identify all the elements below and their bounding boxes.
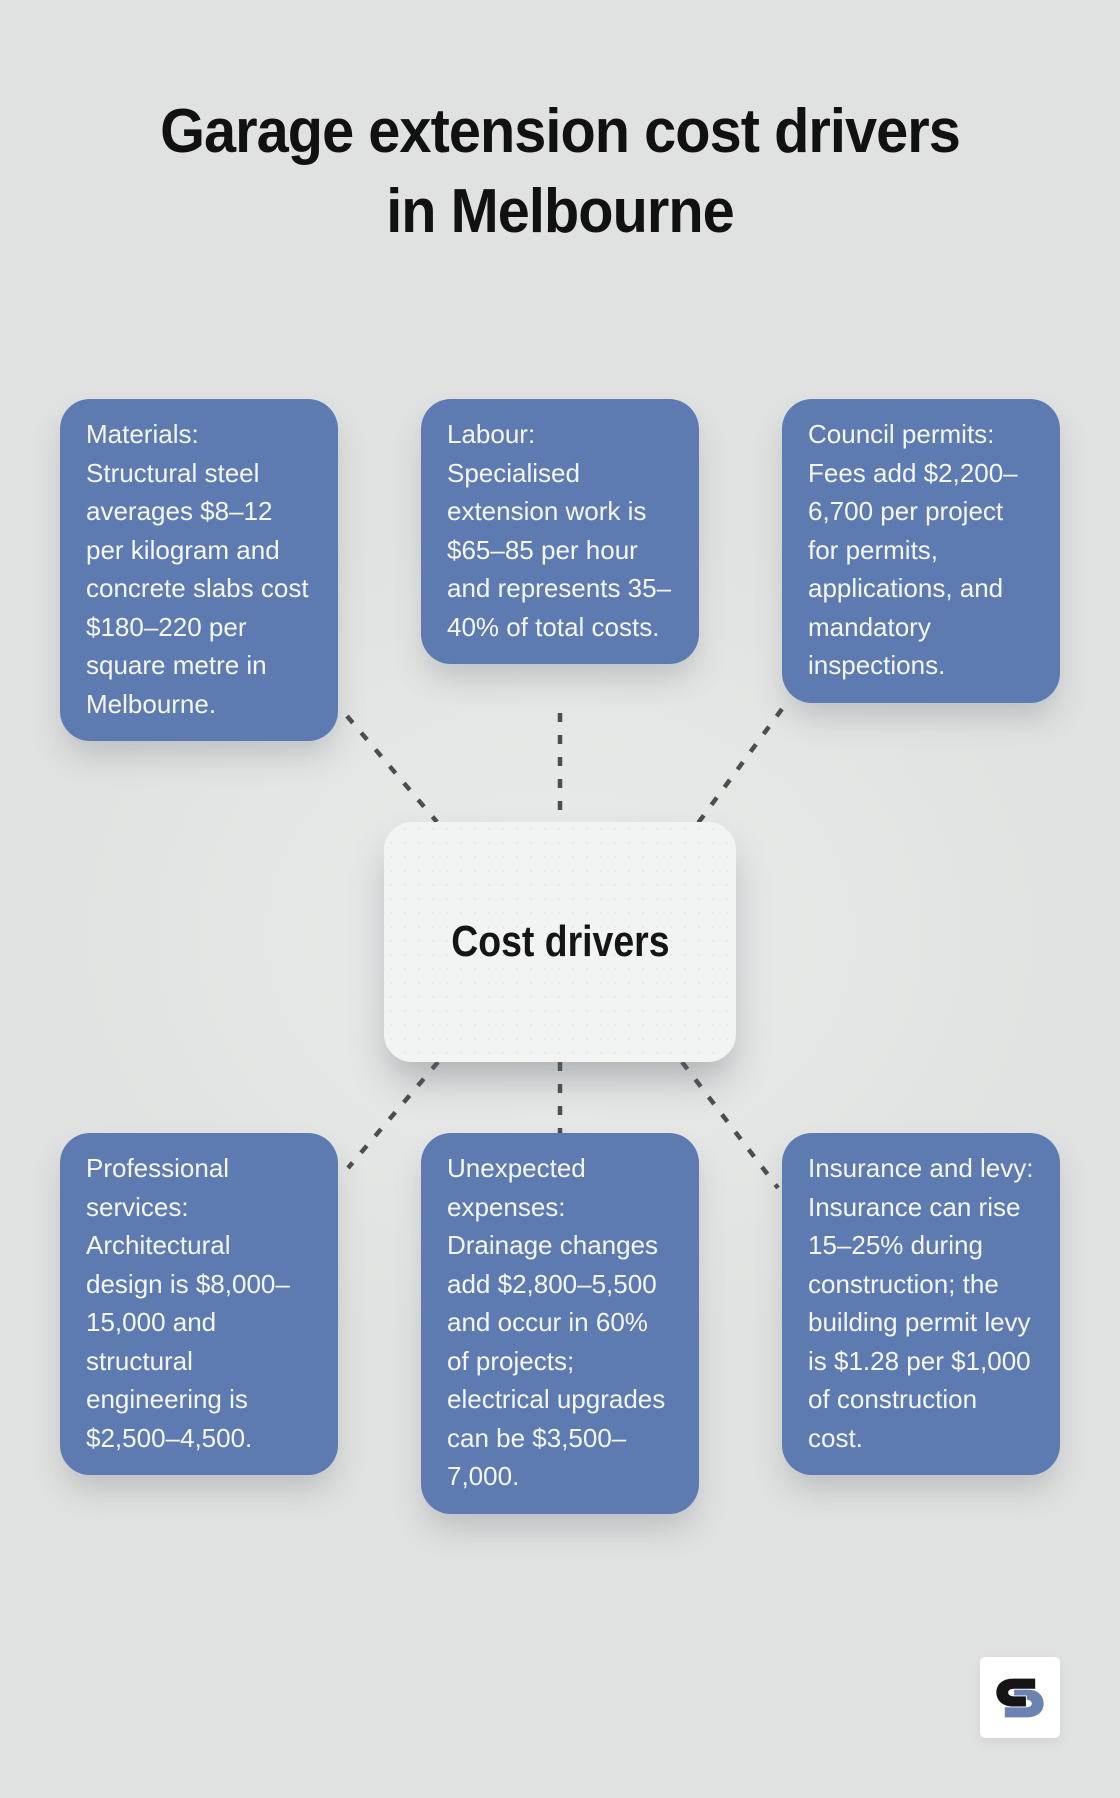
node-unexpected-expenses-text: Unexpected expenses: Drainage changes ad… (447, 1153, 666, 1491)
center-node: Cost drivers (384, 822, 736, 1062)
connector-council-permits (688, 707, 784, 836)
node-professional-services: Professional services: Architectural des… (60, 1133, 338, 1475)
page-title-line-1: Garage extension cost drivers (160, 97, 961, 166)
node-labour: Labour: Specialised extension work is $6… (421, 399, 699, 664)
connector-professional-services (346, 1060, 440, 1170)
logo-s-top-shape (995, 1677, 1037, 1707)
node-professional-services-text: Professional services: Architectural des… (86, 1153, 290, 1453)
node-council-permits: Council permits: Fees add $2,200–6,700 p… (782, 399, 1060, 703)
node-insurance-levy-text: Insurance and levy: Insurance can rise 1… (808, 1153, 1034, 1453)
node-insurance-levy: Insurance and levy: Insurance can rise 1… (782, 1133, 1060, 1475)
node-materials: Materials: Structural steel averages $8–… (60, 399, 338, 741)
connector-insurance-levy (680, 1060, 780, 1190)
logo-s-icon (995, 1677, 1044, 1717)
node-labour-text: Labour: Specialised extension work is $6… (447, 419, 672, 642)
connector-materials (345, 714, 439, 824)
logo (980, 1657, 1060, 1738)
page-title: Garage extension cost drivers in Melbour… (0, 92, 1120, 252)
node-council-permits-text: Council permits: Fees add $2,200–6,700 p… (808, 419, 1018, 680)
node-materials-text: Materials: Structural steel averages $8–… (86, 419, 309, 719)
page-title-line-2: in Melbourne (386, 177, 735, 246)
center-node-label: Cost drivers (450, 917, 670, 966)
node-unexpected-expenses: Unexpected expenses: Drainage changes ad… (421, 1133, 699, 1514)
